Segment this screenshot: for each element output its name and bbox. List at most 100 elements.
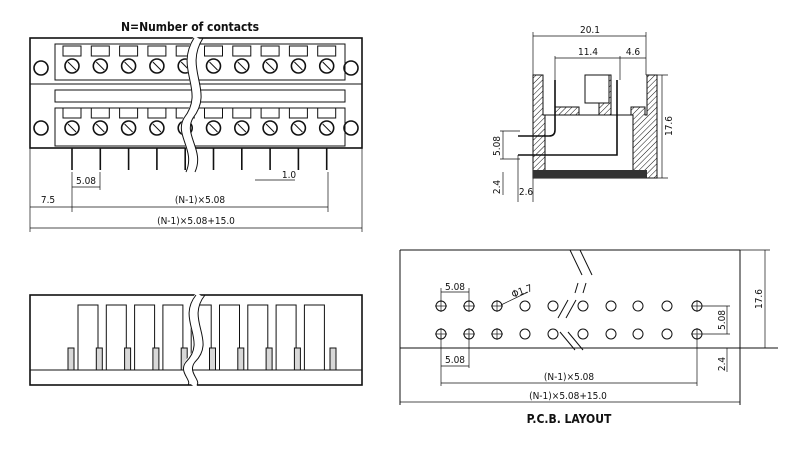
fin bbox=[303, 304, 325, 371]
pcb-hole bbox=[519, 300, 531, 312]
fin bbox=[162, 304, 184, 371]
flange-screw-icon bbox=[343, 120, 359, 136]
pcb-layout: 5.08 Φ1.7 5.08 5.08 2.4 17.6 (N-1)×5.08 … bbox=[399, 249, 778, 426]
fin bbox=[275, 304, 297, 371]
pin-stub bbox=[152, 347, 160, 371]
pcb-hole bbox=[661, 328, 673, 340]
break-line bbox=[180, 37, 195, 173]
pcb-dim-offset: 2.4 bbox=[717, 357, 728, 372]
pcb-hole bbox=[577, 300, 589, 312]
screw-slot bbox=[67, 123, 77, 133]
screw-slot bbox=[322, 61, 332, 71]
wire-entry bbox=[317, 45, 337, 57]
screw-slot bbox=[322, 123, 332, 133]
side-view: 20.1 11.4 4.6 17.6 5.08 2.4 2.6 bbox=[492, 25, 675, 202]
front-view-title: N=Number of contacts bbox=[121, 20, 259, 34]
wire-entry bbox=[147, 107, 167, 119]
dim-pcb-offset: 2.4 bbox=[492, 180, 503, 195]
pin-stub bbox=[67, 347, 75, 371]
pcb-hole bbox=[577, 328, 589, 340]
pin-stub bbox=[124, 347, 132, 371]
pcb-hole bbox=[519, 328, 531, 340]
dim-width: 20.1 bbox=[580, 25, 600, 36]
break-line bbox=[189, 37, 204, 173]
screw-slot bbox=[124, 61, 133, 71]
wire-entry bbox=[147, 45, 167, 57]
break-gap bbox=[180, 35, 202, 174]
fin bbox=[247, 304, 269, 371]
pcb-holes bbox=[435, 300, 703, 340]
pcb-hole bbox=[605, 328, 617, 340]
screw-icon bbox=[290, 120, 307, 136]
wire-entry bbox=[119, 107, 139, 119]
screw-icon bbox=[205, 58, 222, 74]
bottom-fins bbox=[67, 304, 337, 371]
wire-entry bbox=[62, 45, 82, 57]
screw-slot bbox=[209, 61, 218, 71]
screw-icon bbox=[205, 120, 222, 136]
pcb-hole bbox=[605, 300, 617, 312]
pcb-dim-height: 17.6 bbox=[754, 289, 765, 309]
leader-line bbox=[500, 291, 529, 306]
pin-stub bbox=[95, 347, 103, 371]
screw-slot bbox=[237, 123, 247, 133]
break-line bbox=[192, 294, 206, 386]
mounting-flange-icons bbox=[33, 60, 359, 136]
fin bbox=[77, 304, 99, 371]
pcb-dim-pitch-bottom: 5.08 bbox=[445, 355, 465, 366]
wire-entry bbox=[62, 107, 82, 119]
screw-icon bbox=[234, 58, 250, 74]
dim-span: (N-1)×5.08 bbox=[175, 195, 226, 206]
housing-base bbox=[533, 170, 647, 178]
screw-slot bbox=[237, 61, 247, 71]
screw-icon bbox=[64, 120, 80, 136]
dim-pin-offset: 2.6 bbox=[519, 187, 534, 198]
screw-icon bbox=[64, 58, 80, 74]
screw-icon bbox=[318, 120, 335, 136]
fin bbox=[134, 304, 156, 371]
pin-stub bbox=[265, 347, 273, 371]
pin-stub bbox=[293, 347, 301, 371]
wire-entry bbox=[317, 107, 337, 119]
pcb-dim-row-pitch: 5.08 bbox=[717, 310, 728, 330]
wire-entry bbox=[90, 45, 110, 57]
wire-entry bbox=[288, 45, 308, 57]
wire-entry bbox=[90, 107, 110, 119]
fin bbox=[190, 304, 212, 371]
screw-icon bbox=[262, 58, 278, 74]
pcb-hole bbox=[632, 300, 644, 312]
flange-screw-icon bbox=[343, 60, 359, 76]
wire-entry bbox=[119, 45, 139, 57]
dim-height: 17.6 bbox=[664, 116, 675, 136]
screw-slot bbox=[294, 61, 303, 71]
front-pins bbox=[62, 45, 337, 170]
pcb-dim-pitch-top: 5.08 bbox=[445, 282, 465, 293]
wire-entry bbox=[260, 107, 280, 119]
screw-slot bbox=[294, 123, 303, 133]
dim-row-pitch: 5.08 bbox=[492, 136, 503, 156]
dim-pin-width: 1.0 bbox=[282, 170, 297, 181]
screw-icon bbox=[234, 120, 250, 136]
wire-entry bbox=[204, 45, 223, 57]
fin bbox=[105, 304, 127, 371]
wire-entry bbox=[232, 45, 252, 57]
screw-icon bbox=[318, 58, 335, 74]
screw-slot bbox=[152, 61, 162, 71]
screw-slot bbox=[95, 123, 105, 133]
pcb-dim-span: (N-1)×5.08 bbox=[544, 372, 595, 383]
dim-pitch: 5.08 bbox=[76, 176, 96, 187]
screw-icon bbox=[92, 120, 109, 136]
screw-slot bbox=[265, 61, 275, 71]
screw-slot bbox=[67, 61, 77, 71]
screw-icon bbox=[120, 120, 137, 136]
pcb-layout-title: P.C.B. LAYOUT bbox=[527, 412, 612, 426]
screw-icon bbox=[149, 58, 165, 74]
dim-offset: 7.5 bbox=[41, 195, 55, 206]
front-view: N=Number of contacts 5.08 1.0 7.5 (N-1)×… bbox=[29, 20, 363, 232]
latch-slot bbox=[584, 74, 610, 104]
pcb-dim-hole: Φ1.7 bbox=[510, 283, 534, 301]
bottom-terminal-block bbox=[54, 107, 346, 147]
wire-entry bbox=[260, 45, 280, 57]
